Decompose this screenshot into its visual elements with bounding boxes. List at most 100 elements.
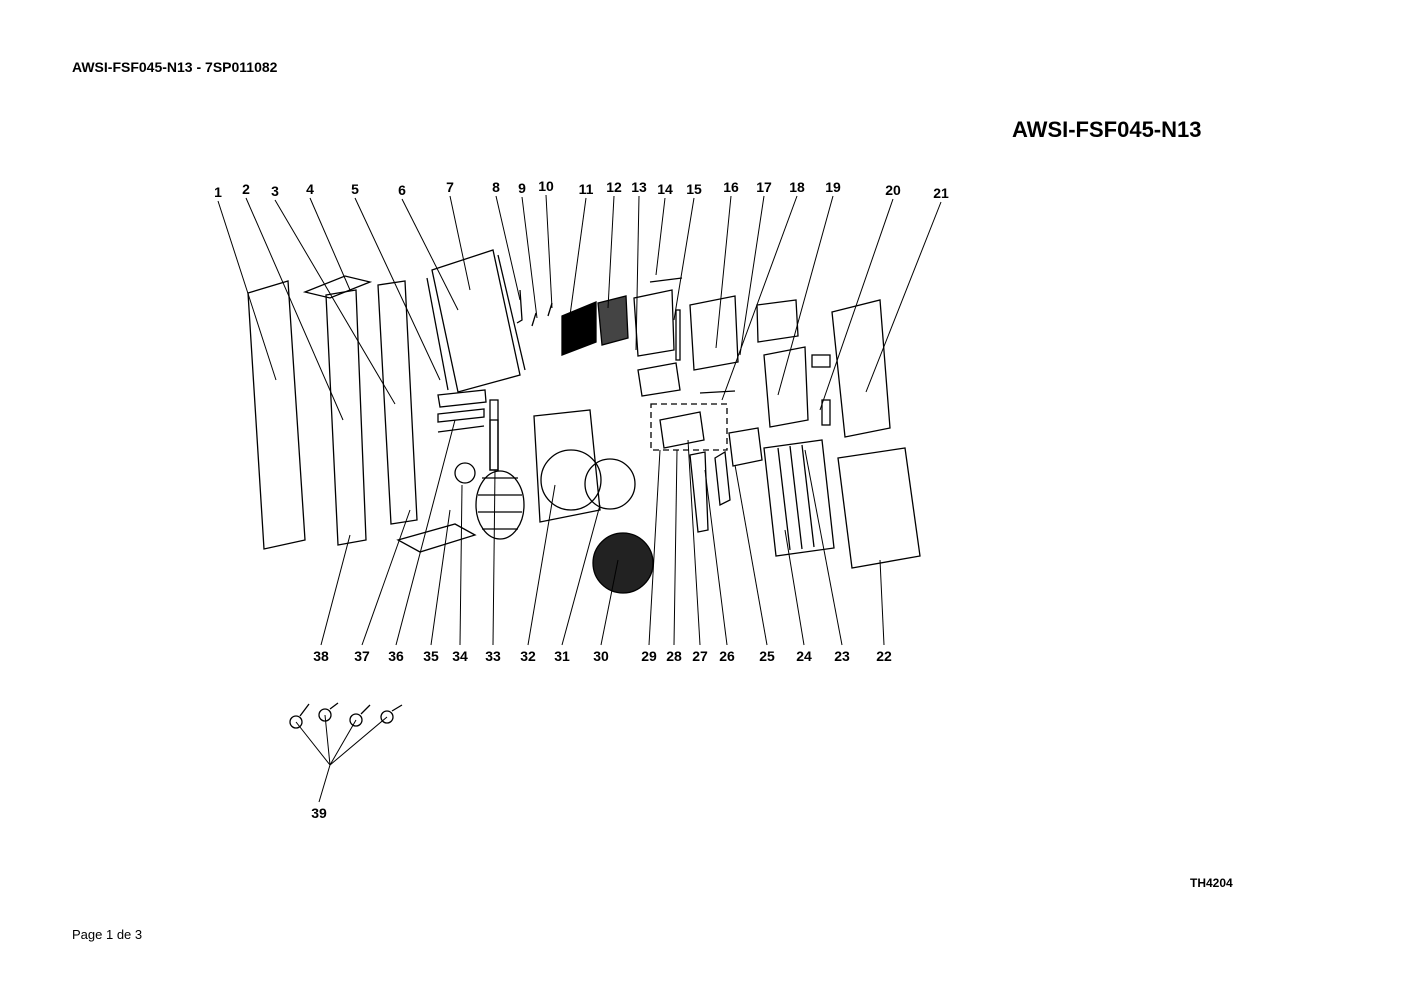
leader-line-31 <box>561 504 601 646</box>
leader-line-7 <box>449 195 471 291</box>
part-label-12: 12 <box>606 179 622 195</box>
leader-line-27 <box>687 439 701 646</box>
leader-line-14 <box>655 197 666 276</box>
part-label-36: 36 <box>388 648 404 664</box>
part-evaporator <box>431 249 521 393</box>
parts-drawing <box>247 249 921 729</box>
leader-line-39 <box>329 716 388 766</box>
part-control-panel <box>763 346 809 428</box>
leader-line-3 <box>274 199 396 405</box>
leader-line-24 <box>784 529 805 646</box>
leader-line-18 <box>721 195 798 401</box>
part-label-18: 18 <box>789 179 805 195</box>
part-label-39: 39 <box>311 805 327 821</box>
part-label-21: 21 <box>933 185 949 201</box>
part-label-14: 14 <box>657 181 673 197</box>
part-label-29: 29 <box>641 648 657 664</box>
part-top-bracket <box>302 275 373 299</box>
leader-line-5 <box>354 197 441 381</box>
leader-line-11 <box>567 197 587 331</box>
leader-line-28 <box>673 449 678 646</box>
part-label-22: 22 <box>876 648 892 664</box>
leader-line-26 <box>704 469 728 646</box>
part-label-31: 31 <box>554 648 570 664</box>
part-label-27: 27 <box>692 648 708 664</box>
part-side-panel <box>325 289 367 546</box>
part-label-6: 6 <box>398 182 406 198</box>
leader-line-19 <box>777 195 834 396</box>
leader-lines <box>217 194 942 803</box>
document-header: AWSI-FSF045-N13 - 7SP011082 <box>72 59 278 75</box>
part-label-32: 32 <box>520 648 536 664</box>
leader-line-12 <box>607 195 615 309</box>
leader-line-35 <box>430 509 451 646</box>
leader-line-15 <box>673 197 695 321</box>
part-round-grille <box>592 532 654 594</box>
part-label-33: 33 <box>485 648 501 664</box>
part-label-10: 10 <box>538 178 554 194</box>
part-label-17: 17 <box>756 179 772 195</box>
leader-line-38 <box>320 534 351 646</box>
leader-line-10 <box>545 194 553 309</box>
leader-line-37 <box>361 509 411 646</box>
leader-line-29 <box>648 449 661 646</box>
part-label-5: 5 <box>351 181 359 197</box>
part-label-19: 19 <box>825 179 841 195</box>
leader-line-9 <box>521 196 538 319</box>
part-front-cover <box>831 299 891 438</box>
part-label-23: 23 <box>834 648 850 664</box>
part-label-2: 2 <box>242 181 250 197</box>
part-label-11: 11 <box>579 181 594 197</box>
drawing-code: TH4204 <box>1190 876 1233 890</box>
part-label-4: 4 <box>306 181 314 197</box>
leader-line-16 <box>715 195 732 349</box>
leader-line-39 <box>324 714 331 766</box>
part-fan-housing <box>533 409 601 523</box>
part-rear-panel <box>377 280 418 525</box>
leader-line-17 <box>739 195 765 356</box>
part-label-8: 8 <box>492 179 500 195</box>
leader-line-34 <box>459 484 463 646</box>
leader-line-6 <box>401 198 459 311</box>
leader-line-2 <box>245 197 344 421</box>
leader-line-39 <box>329 719 357 766</box>
leader-line-1 <box>217 200 277 381</box>
part-screws <box>289 702 403 729</box>
part-back-cover <box>837 447 921 569</box>
part-grille <box>561 301 597 356</box>
part-label-20: 20 <box>885 182 901 198</box>
part-label-9: 9 <box>518 180 526 196</box>
leader-line-36 <box>395 419 456 646</box>
part-label-24: 24 <box>796 648 812 664</box>
part-label-28: 28 <box>666 648 682 664</box>
part-blower-wheel <box>475 470 525 540</box>
leader-line-8 <box>495 195 521 301</box>
part-label-1: 1 <box>214 184 222 200</box>
leader-line-32 <box>527 484 556 646</box>
leader-line-39 <box>295 721 331 766</box>
part-label-35: 35 <box>423 648 439 664</box>
part-front-panel <box>247 280 306 550</box>
part-label-7: 7 <box>446 179 454 195</box>
leader-line-25 <box>734 464 768 646</box>
model-title: AWSI-FSF045-N13 <box>1012 117 1202 142</box>
leader-line-20 <box>819 198 894 411</box>
part-frame <box>689 295 739 371</box>
leader-line-39 <box>318 764 331 803</box>
leader-line-22 <box>879 559 885 646</box>
part-label-30: 30 <box>593 648 609 664</box>
part-label-3: 3 <box>271 183 279 199</box>
leader-line-13 <box>635 195 640 351</box>
part-filter <box>763 439 835 557</box>
part-label-37: 37 <box>354 648 370 664</box>
part-label-15: 15 <box>686 181 702 197</box>
part-label-26: 26 <box>719 648 735 664</box>
page-number: Page 1 de 3 <box>72 927 143 942</box>
part-label-16: 16 <box>723 179 739 195</box>
leader-line-30 <box>600 559 619 646</box>
part-label-34: 34 <box>452 648 468 664</box>
leader-line-23 <box>804 449 843 646</box>
part-label-38: 38 <box>313 648 329 664</box>
